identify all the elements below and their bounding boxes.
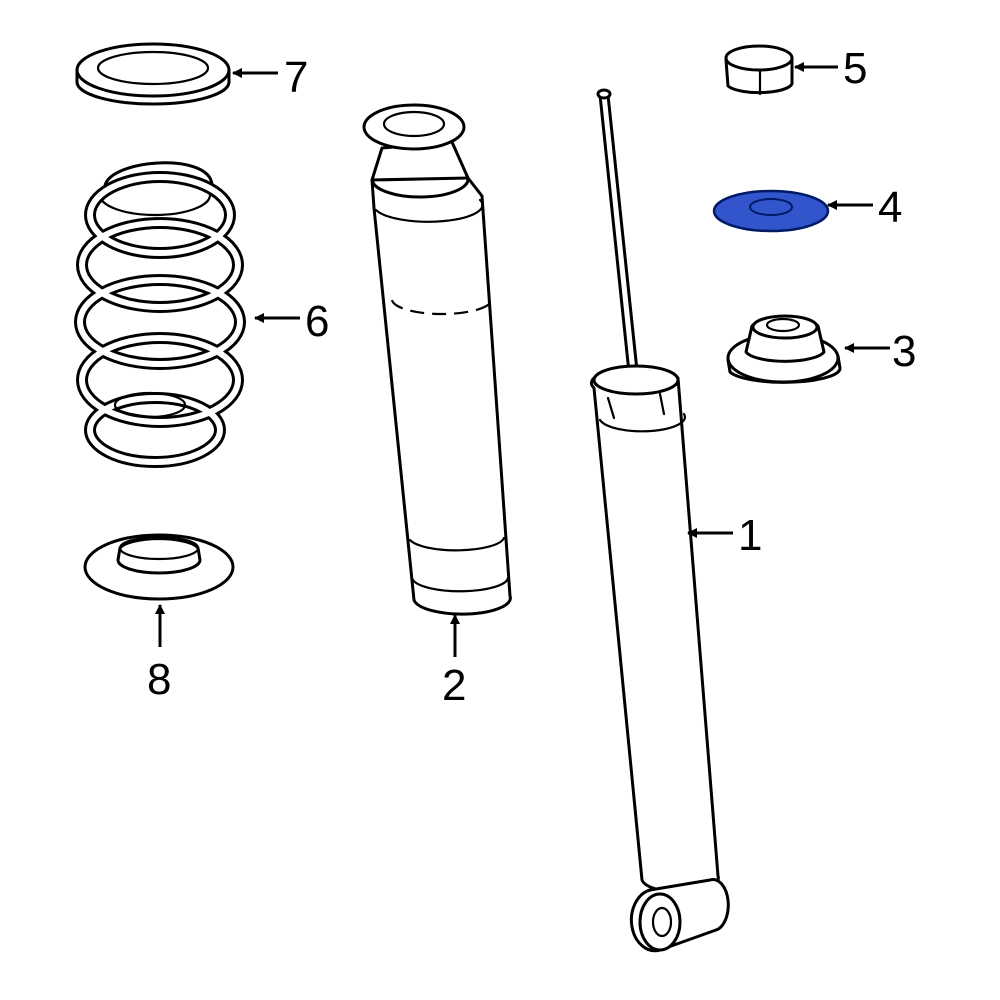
callout-3: 3 <box>892 327 916 376</box>
part-1-shock-absorber[interactable] <box>589 88 730 953</box>
callout-8: 8 <box>147 655 171 704</box>
callout-6: 6 <box>305 297 329 346</box>
part-3-mount-bushing[interactable] <box>726 314 842 384</box>
part-7-upper-spring-seat[interactable] <box>75 42 231 106</box>
callout-1: 1 <box>738 511 762 560</box>
part-5-mount-cap[interactable] <box>724 44 794 96</box>
callout-5: 5 <box>843 44 867 93</box>
callout-7: 7 <box>284 53 308 102</box>
part-8-lower-spring-seat[interactable] <box>83 533 235 601</box>
part-6-coil-spring[interactable] <box>74 161 246 468</box>
callout-2: 2 <box>442 661 466 710</box>
part-4-washer[interactable] <box>712 189 830 233</box>
part-2-dust-boot[interactable] <box>362 103 512 616</box>
callout-4: 4 <box>878 183 902 232</box>
